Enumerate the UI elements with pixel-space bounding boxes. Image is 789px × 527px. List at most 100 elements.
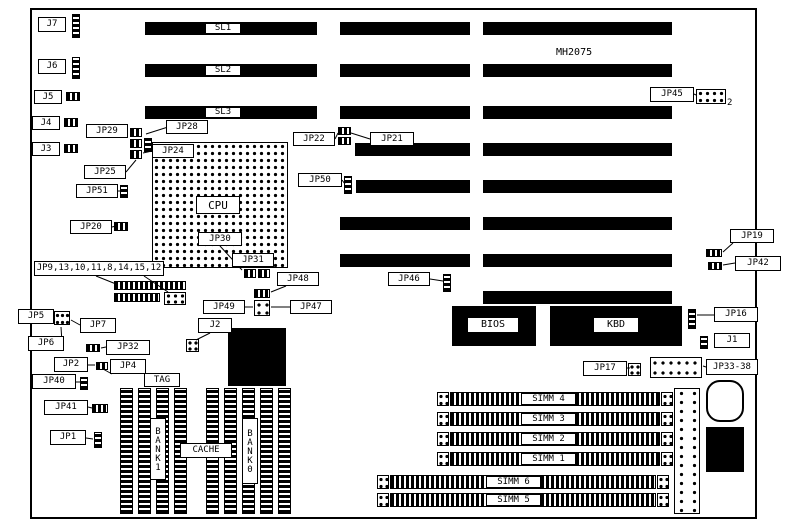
simm2-left-connector	[437, 432, 449, 446]
slot-row4-mid-segment	[355, 143, 470, 156]
jp5-jp6-jp7-jumper	[54, 311, 70, 325]
simm2-label: SIMM 2	[521, 433, 576, 445]
jp2-label: JP2	[54, 357, 88, 372]
jp22-jp21-jumper-a	[338, 127, 351, 135]
jp19-jumper	[706, 249, 722, 257]
jp16-label: JP16	[714, 307, 758, 322]
keyboard-connector	[706, 380, 744, 422]
slot-row8-right-segment	[483, 291, 672, 304]
slot-row7-right-segment	[483, 254, 672, 267]
jp48-label: JP48	[277, 272, 319, 286]
jp46-jumper	[443, 274, 451, 292]
card-edge-connector	[674, 388, 700, 514]
slot-row3-right-segment	[483, 106, 672, 119]
slot-row6-right-segment	[483, 217, 672, 230]
jp42-jumper	[708, 262, 722, 270]
jp20-jumper	[114, 222, 128, 231]
simm4-right-connector	[661, 392, 673, 406]
j2-jumper	[186, 339, 199, 352]
j5-label: J5	[34, 90, 62, 104]
sl3-label: SL3	[205, 107, 241, 118]
jp29-jumper	[130, 128, 142, 137]
slot-row6-mid-segment	[340, 217, 470, 230]
bank0-label: BANK0	[242, 418, 258, 484]
jp42-label: JP42	[735, 256, 781, 271]
simm1-left-connector	[437, 452, 449, 466]
j7-label: J7	[38, 17, 66, 32]
jp40-label: JP40	[32, 374, 76, 389]
jp1-jumper	[94, 432, 102, 448]
simm5-right-connector	[657, 493, 669, 507]
jp1-label: JP1	[50, 430, 86, 445]
j4-jumper	[64, 118, 78, 127]
j3-label: J3	[32, 142, 60, 156]
jp22-label: JP22	[293, 132, 335, 146]
jp24-jumper	[130, 150, 142, 159]
cache-chip-1	[120, 388, 133, 514]
jp21-label: JP21	[370, 132, 414, 146]
jp24-label: JP24	[152, 144, 194, 158]
jp2-jp4-jumper	[96, 362, 108, 370]
jp29-label: JP29	[86, 124, 128, 138]
jp46-label: JP46	[388, 272, 430, 286]
simm1-right-connector	[661, 452, 673, 466]
chipset-chip	[228, 328, 286, 386]
jp7-label: JP7	[80, 318, 116, 333]
slot-row2-mid-segment	[340, 64, 470, 77]
jp9-group-label: JP9,13,10,11,8,14,15,12	[34, 261, 164, 276]
slot-row7-mid-segment	[340, 254, 470, 267]
simm5-label: SIMM 5	[486, 494, 541, 506]
simm1-label: SIMM 1	[521, 453, 576, 465]
sl2-label: SL2	[205, 65, 241, 76]
jp4-label: JP4	[110, 359, 146, 374]
simm6-label: SIMM 6	[486, 476, 541, 488]
power-connector	[706, 427, 744, 472]
simm3-left-connector	[437, 412, 449, 426]
jp51-label: JP51	[76, 184, 118, 198]
cpu-label: CPU	[196, 196, 240, 214]
jp33-38-label: JP33-38	[706, 359, 758, 375]
jp50-jumper	[344, 176, 352, 194]
jp32-jumper	[86, 344, 100, 352]
jp9-group-header-a	[114, 281, 186, 290]
jp25-jumper	[144, 138, 152, 152]
slot-row5-right-segment	[483, 180, 672, 193]
j5-jumper	[66, 92, 80, 101]
jp17-label: JP17	[583, 361, 627, 376]
jp31-jumper-b	[258, 269, 270, 278]
jp41-label: JP41	[44, 400, 88, 415]
j1-label: J1	[714, 333, 750, 348]
jp16-jumper	[688, 309, 696, 329]
jp25-label: JP25	[84, 165, 126, 179]
jp40-jumper	[80, 377, 88, 390]
j4-label: J4	[32, 116, 60, 130]
jp45-pin2-label: 2	[727, 98, 733, 108]
jp51-jumper	[120, 185, 128, 198]
jp31-label: JP31	[232, 253, 274, 267]
jp32-label: JP32	[106, 340, 150, 355]
slot-row3-mid-segment	[340, 106, 470, 119]
simm2-right-connector	[661, 432, 673, 446]
jp45-label: JP45	[650, 87, 694, 102]
jp31-jumper-a	[244, 269, 256, 278]
slot-row2-right-segment	[483, 64, 672, 77]
model-number: MH2075	[556, 46, 593, 58]
jp17-jumper	[628, 363, 641, 376]
jp41-jumper	[92, 404, 108, 413]
jp22-jp21-jumper-b	[338, 137, 351, 145]
jp47-label: JP47	[290, 300, 332, 314]
j3-jumper	[64, 144, 78, 153]
tag-label: TAG	[144, 373, 180, 387]
jp28-label: JP28	[166, 120, 208, 134]
kbd-label: KBD	[593, 317, 639, 333]
slot-row5-mid-segment	[356, 180, 470, 193]
slot-row1-right-segment	[483, 22, 672, 35]
j7-jumper	[72, 14, 80, 38]
jp49-label: JP49	[203, 300, 245, 314]
jp9-group-header-b	[114, 293, 160, 302]
cache-chip-8	[260, 388, 273, 514]
jp33-38-header	[650, 357, 702, 378]
slot-row4-right-segment	[483, 143, 672, 156]
sl1-label: SL1	[205, 23, 241, 34]
